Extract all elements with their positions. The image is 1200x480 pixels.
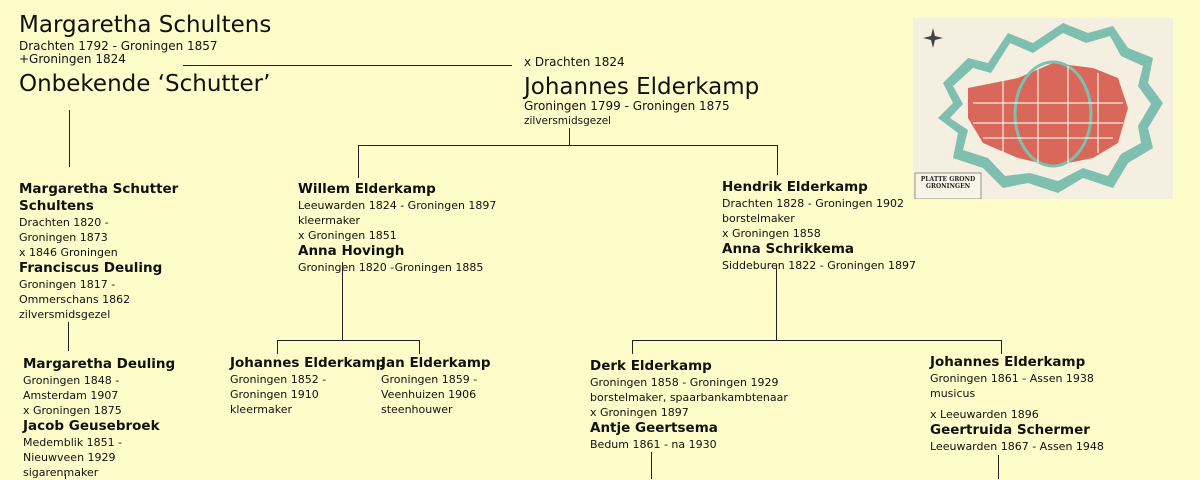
root-husband-name: Johannes Elderkamp bbox=[524, 74, 760, 100]
person-name: Derk Elderkamp bbox=[590, 358, 712, 374]
person-detail: Leeuwarden 1824 - Groningen 1897 bbox=[298, 199, 497, 212]
person-detail: Groningen 1848 - bbox=[23, 374, 120, 387]
map-caption: PLATTE GROND GRONINGEN bbox=[920, 176, 976, 190]
person-name: Anna Schrikkema bbox=[722, 241, 855, 257]
connector-line bbox=[68, 322, 69, 351]
connector-line bbox=[777, 145, 778, 175]
person-detail: kleermaker bbox=[298, 214, 361, 227]
person-name: Johannes Elderkamp bbox=[230, 355, 386, 371]
groningen-map-image: PLATTE GROND GRONINGEN bbox=[913, 18, 1173, 199]
person-detail: steenhouwer bbox=[381, 403, 453, 416]
connector-line bbox=[358, 145, 359, 178]
person-detail: kleermaker bbox=[230, 403, 293, 416]
person-detail: Medemblik 1851 - bbox=[23, 436, 123, 449]
person-detail: borstelmaker bbox=[722, 212, 795, 225]
person-detail: x Groningen 1897 bbox=[590, 406, 689, 419]
connector-line bbox=[342, 262, 343, 340]
person-detail: sigarenmaker bbox=[23, 466, 99, 479]
person-name: Margaretha Deuling bbox=[23, 356, 176, 372]
person-name: Schultens bbox=[19, 198, 94, 214]
person-detail: Groningen 1858 - Groningen 1929 bbox=[590, 376, 779, 389]
connector-line bbox=[651, 452, 652, 479]
connector-line bbox=[632, 340, 633, 354]
marriage-text: x Drachten 1824 bbox=[524, 55, 625, 69]
person-detail: Ommerschans 1862 bbox=[19, 293, 131, 306]
root-husband-occupation: zilversmidsgezel bbox=[524, 115, 612, 127]
connector-line bbox=[277, 340, 420, 341]
person-detail: musicus bbox=[930, 387, 976, 400]
person-detail: Bedum 1861 - na 1930 bbox=[590, 438, 717, 451]
person-name: Franciscus Deuling bbox=[19, 260, 163, 276]
person-name: Jacob Geusebroek bbox=[23, 418, 160, 434]
person-name: Geertruida Schermer bbox=[930, 422, 1090, 438]
person-name: Anna Hovingh bbox=[298, 243, 405, 259]
person-detail: Groningen 1910 bbox=[230, 388, 319, 401]
person-detail: Groningen 1859 - bbox=[381, 373, 478, 386]
person-detail: x Leeuwarden 1896 bbox=[930, 408, 1039, 421]
root-mother-dates: Drachten 1792 - Groningen 1857 bbox=[19, 39, 218, 53]
person-detail: Groningen 1873 bbox=[19, 231, 108, 244]
person-name: Jan Elderkamp bbox=[381, 355, 491, 371]
person-detail: Drachten 1828 - Groningen 1902 bbox=[722, 197, 905, 210]
marriage-connector-line bbox=[183, 65, 512, 66]
person-name: Margaretha Schutter bbox=[19, 181, 179, 197]
person-name: Johannes Elderkamp bbox=[930, 354, 1086, 370]
connector-line bbox=[998, 455, 999, 479]
root-mother-note: +Groningen 1824 bbox=[19, 52, 126, 66]
person-detail: x 1846 Groningen bbox=[19, 246, 118, 259]
person-detail: Groningen 1820 -Groningen 1885 bbox=[298, 261, 484, 274]
connector-line bbox=[776, 265, 777, 340]
person-name: Hendrik Elderkamp bbox=[722, 179, 868, 195]
root-husband-dates: Groningen 1799 - Groningen 1875 bbox=[524, 99, 730, 113]
person-detail: borstelmaker, spaarbankambtenaar bbox=[590, 391, 788, 404]
person-detail: x Groningen 1851 bbox=[298, 229, 397, 242]
person-detail: Siddeburen 1822 - Groningen 1897 bbox=[722, 259, 916, 272]
connector-line bbox=[277, 340, 278, 354]
unknown-partner-name: Onbekende ‘Schutter’ bbox=[19, 71, 271, 97]
connector-line bbox=[358, 145, 778, 146]
person-detail: zilversmidsgezel bbox=[19, 308, 111, 321]
connector-line bbox=[419, 340, 420, 354]
connector-line bbox=[632, 340, 1002, 341]
person-detail: Groningen 1817 - bbox=[19, 278, 116, 291]
person-name: Antje Geertsema bbox=[590, 420, 718, 436]
connector-line bbox=[1001, 340, 1002, 354]
connector-line bbox=[65, 474, 66, 479]
person-detail: Leeuwarden 1867 - Assen 1948 bbox=[930, 440, 1104, 453]
person-name: Willem Elderkamp bbox=[298, 181, 436, 197]
person-detail: Nieuwveen 1929 bbox=[23, 451, 116, 464]
person-detail: Groningen 1861 - Assen 1938 bbox=[930, 372, 1094, 385]
root-mother-name: Margaretha Schultens bbox=[19, 12, 272, 38]
person-detail: Drachten 1820 - bbox=[19, 216, 109, 229]
connector-line bbox=[69, 110, 70, 167]
person-detail: Veenhuizen 1906 bbox=[381, 388, 477, 401]
person-detail: x Groningen 1858 bbox=[722, 227, 821, 240]
person-detail: Amsterdam 1907 bbox=[23, 389, 119, 402]
person-detail: Groningen 1852 - bbox=[230, 373, 327, 386]
person-detail: x Groningen 1875 bbox=[23, 404, 122, 417]
connector-line bbox=[569, 128, 570, 145]
